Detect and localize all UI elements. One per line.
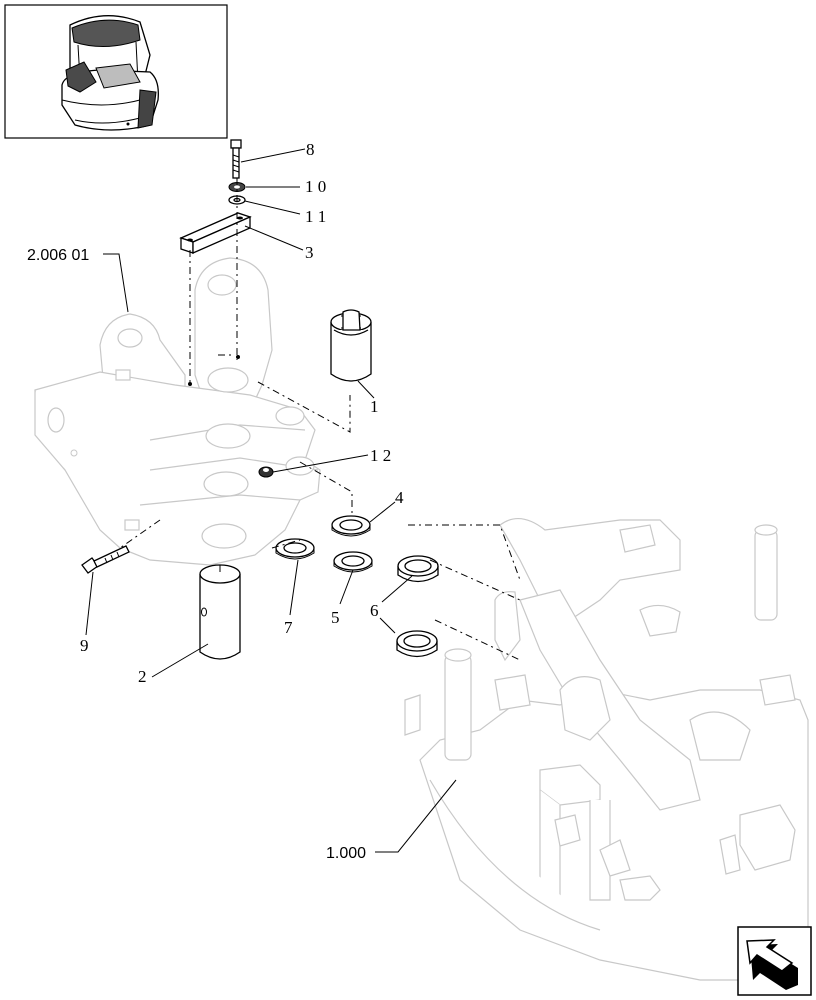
callout-11: 1 1 <box>305 207 326 226</box>
callout-4: 4 <box>395 488 404 507</box>
machine-locator-icon <box>4 4 228 139</box>
callout-9: 9 <box>80 636 89 655</box>
reference-boom-swing-bracket: 2.006 01 <box>27 247 89 264</box>
return-arrow-icon[interactable] <box>737 926 812 996</box>
callout-2: 2 <box>138 667 147 686</box>
bolt-8 <box>230 139 242 179</box>
reference-upper-frame: 1.000 <box>326 845 366 862</box>
callout-labels: 8 1 0 1 1 3 1 1 2 4 5 6 7 9 2 2.006 01 1… <box>27 140 404 862</box>
grease-fitting-12 <box>258 466 274 478</box>
callout-12: 1 2 <box>370 446 391 465</box>
pin-1 <box>330 309 372 382</box>
callout-6: 6 <box>370 601 379 620</box>
thrust-washer-4 <box>331 515 371 537</box>
thrust-washer-5 <box>333 551 373 573</box>
swing-bracket <box>34 257 321 566</box>
bolt-9 <box>81 545 130 574</box>
bushing-6-lower <box>396 630 438 658</box>
callout-1: 1 <box>370 397 379 416</box>
pin-2 <box>199 564 241 660</box>
leader-lines <box>85 148 457 853</box>
washer-7 <box>275 538 315 560</box>
alignment-lines <box>119 178 521 661</box>
callout-3: 3 <box>305 243 314 262</box>
upper-frame-assembly <box>404 518 809 981</box>
retaining-plate-3 <box>179 212 252 254</box>
callout-7: 7 <box>284 618 293 637</box>
callout-5: 5 <box>331 608 340 627</box>
lock-washer-10 <box>228 182 246 192</box>
callout-10: 1 0 <box>305 177 326 196</box>
callout-8: 8 <box>306 140 315 159</box>
bushing-6-upper <box>397 555 439 583</box>
